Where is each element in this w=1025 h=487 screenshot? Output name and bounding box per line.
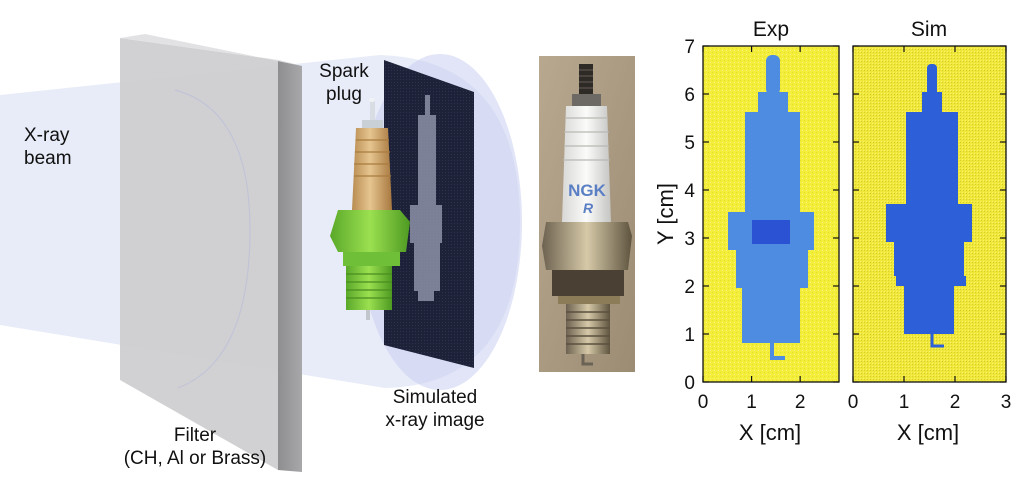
exp-axis-ticks (702, 45, 839, 383)
sim-x-tick-label-3: 3 (1001, 392, 1012, 413)
xray-beam-label: X-ray beam (24, 124, 72, 170)
spark-plug-3d (330, 98, 410, 320)
exp-x-tick-label-2: 2 (795, 392, 806, 413)
exp-y-tick-label-4: 4 (684, 181, 695, 202)
exp-y-axis-label: Y [cm] (653, 183, 678, 245)
spark-plug-label: Spark plug (304, 60, 384, 106)
setup-schematic (0, 34, 522, 472)
sim-x-tick-label-0: 0 (848, 392, 859, 413)
exp-core-dark (752, 220, 790, 244)
exp-x-axis-label: X [cm] (739, 420, 801, 445)
exp-y-tick-label-2: 2 (684, 277, 695, 298)
xray-beam-label-line2: beam (24, 148, 72, 169)
exp-y-tick-label-1: 1 (684, 325, 695, 346)
xray-beam-label-line1: X-ray (24, 125, 70, 146)
exp-y-tick-label-3: 3 (684, 229, 695, 250)
plug-brand-text: NGK (568, 181, 607, 200)
exp-title: Exp (753, 18, 789, 41)
spark-plug-photo: NGK R (539, 56, 635, 372)
detector-plane (384, 60, 474, 368)
sim-x-tick-label-2: 2 (950, 392, 961, 413)
sim-title: Sim (911, 18, 947, 41)
simulated-label-line2: x-ray image (385, 410, 485, 431)
exp-plug-image (728, 55, 814, 343)
spark-plug-label-line2: plug (326, 84, 362, 105)
sim-x-axis-label: X [cm] (897, 420, 959, 445)
simulated-image-label: Simulated x-ray image (360, 386, 510, 432)
filter-label-line2: (CH, Al or Brass) (123, 448, 267, 469)
filter-slab (120, 34, 302, 472)
sim-axis-ticks (852, 45, 1007, 383)
sim-panel (852, 45, 1007, 383)
exp-x-tick-label-1: 1 (746, 392, 757, 413)
filter-label-line1: Filter (173, 425, 217, 446)
spark-plug-label-line1: Spark (319, 61, 369, 82)
plug-letter-text: R (583, 200, 594, 216)
simulated-label-line1: Simulated (392, 387, 478, 408)
simulated-plug-shadow (410, 95, 442, 301)
exp-panel (702, 45, 840, 383)
sim-plug-image (886, 64, 972, 334)
tick-labels: 0 1 2 3 4 5 6 7 0 1 2 0 1 2 3 (684, 37, 1011, 413)
filter-label: Filter (CH, Al or Brass) (90, 424, 300, 470)
exp-y-tick-label-0: 0 (684, 373, 695, 394)
exp-y-tick-label-7: 7 (684, 37, 695, 58)
exp-electrode (770, 343, 785, 360)
exp-y-tick-label-6: 6 (684, 85, 695, 106)
exp-y-tick-label-5: 5 (684, 133, 695, 154)
sim-electrode (930, 334, 944, 348)
exp-x-tick-label-0: 0 (698, 392, 709, 413)
sim-x-tick-label-1: 1 (899, 392, 910, 413)
